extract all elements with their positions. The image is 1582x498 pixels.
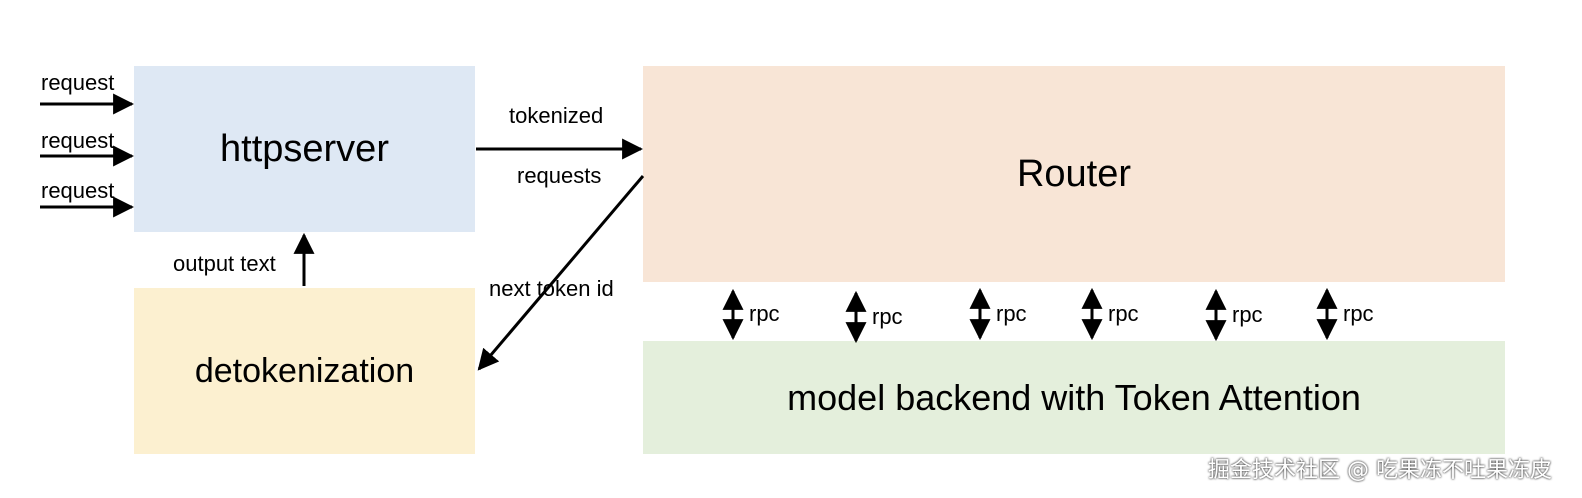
rpc-label-5: rpc <box>1232 302 1263 327</box>
output-text-label: output text <box>173 251 276 276</box>
tokenized-label: tokenized <box>509 103 604 128</box>
request-label-1: request <box>41 70 115 95</box>
router-box: Router <box>643 66 1505 282</box>
model-backend-box: model backend with Token Attention <box>643 341 1505 454</box>
next-token-id-label: next token id <box>489 276 614 301</box>
rpc-label-2: rpc <box>872 304 903 329</box>
router-title: Router <box>1016 152 1132 195</box>
detokenization-title: detokenization <box>194 351 415 390</box>
requests-label: requests <box>517 163 602 188</box>
request-label-3: request <box>41 178 115 203</box>
request-label-2: request <box>41 128 115 153</box>
httpserver-title: httpserver <box>220 127 389 170</box>
rpc-label-1: rpc <box>749 301 780 326</box>
model-backend-title: model backend with Token Attention <box>787 376 1361 418</box>
rpc-label-4: rpc <box>1108 301 1139 326</box>
httpserver-box: httpserver <box>134 66 475 232</box>
detokenization-box: detokenization <box>134 288 475 454</box>
watermark: 掘金技术社区 @ 吃果冻不吐果冻皮 <box>1208 458 1552 483</box>
rpc-label-6: rpc <box>1343 301 1374 326</box>
rpc-label-3: rpc <box>996 301 1027 326</box>
next-token-id-arrow <box>477 175 645 371</box>
